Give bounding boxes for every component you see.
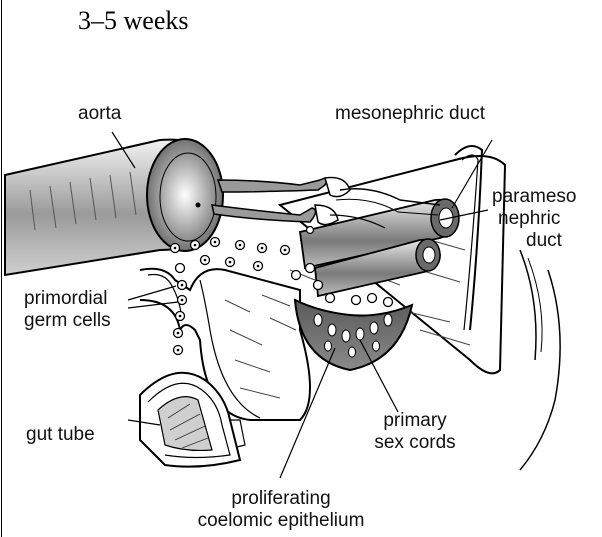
label-primary-line1: primary xyxy=(360,410,470,432)
label-proliferating-line1: proliferating xyxy=(166,488,396,510)
label-primordial-germ-cells: primordial germ cells xyxy=(24,288,111,332)
label-primordial-line1: primordial xyxy=(24,288,111,310)
label-paramesonephric-duct: parameso nephric duct xyxy=(492,186,577,252)
label-proliferating-line2: coelomic epithelium xyxy=(166,510,396,532)
label-mesonephric-duct: mesonephric duct xyxy=(335,103,485,125)
label-primordial-line2: germ cells xyxy=(24,310,111,332)
label-proliferating-coelomic-epithelium: proliferating coelomic epithelium xyxy=(166,488,396,532)
label-primary-sex-cords: primary sex cords xyxy=(360,410,470,454)
label-primary-line2: sex cords xyxy=(360,432,470,454)
label-paramesonephric-line2: nephric xyxy=(498,208,577,230)
label-aorta: aorta xyxy=(78,103,121,125)
aorta-vessel xyxy=(5,139,223,275)
label-gut-tube: gut tube xyxy=(26,424,95,446)
gonadal-ridge xyxy=(295,300,412,370)
label-paramesonephric-line3: duct xyxy=(526,230,577,252)
label-paramesonephric-line1: parameso xyxy=(492,186,577,208)
